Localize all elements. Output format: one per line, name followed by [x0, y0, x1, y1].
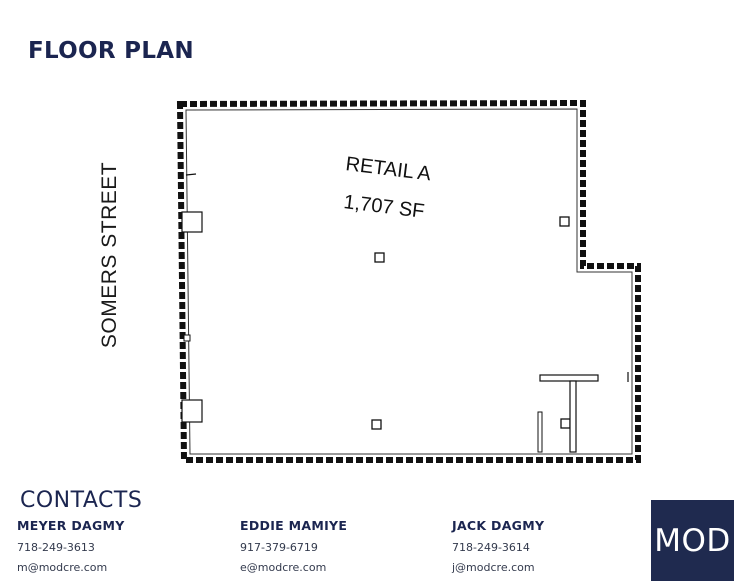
- partition-top: [539, 374, 599, 382]
- contact-phone[interactable]: 917-379-6719: [240, 541, 318, 554]
- contact-card: JACK DAGMY 718-249-3614 j@modcre.com: [452, 518, 544, 574]
- page-title: FLOOR PLAN: [28, 38, 194, 64]
- contact-email[interactable]: j@modcre.com: [452, 561, 535, 574]
- exterior-wall: [176, 99, 641, 463]
- contact-email[interactable]: e@modcre.com: [240, 561, 327, 574]
- contact-phone[interactable]: 718-249-3613: [17, 541, 95, 554]
- mod-logo: MOD: [651, 500, 734, 581]
- partition-post: [537, 411, 543, 453]
- column: [560, 418, 571, 429]
- column: [371, 419, 382, 430]
- contact-email[interactable]: m@modcre.com: [17, 561, 108, 574]
- street-name: SOMERS STREET: [98, 161, 121, 349]
- wall-notch: [183, 334, 191, 342]
- contact-card: EDDIE MAMIYE 917-379-6719 e@modcre.com: [240, 518, 347, 574]
- contact-name: EDDIE MAMIYE: [240, 518, 348, 533]
- logo-text: MOD: [654, 522, 731, 559]
- contacts-heading: CONTACTS: [20, 488, 143, 513]
- wall-fixture-bottom: [181, 399, 203, 423]
- column: [374, 252, 385, 263]
- contact-card: MEYER DAGMY 718-249-3613 m@modcre.com: [17, 518, 125, 574]
- contact-name: JACK DAGMY: [452, 518, 545, 533]
- partition-stem: [569, 380, 577, 453]
- wall-fixture-top: [181, 211, 203, 233]
- column: [559, 216, 570, 227]
- contact-phone[interactable]: 718-249-3614: [452, 541, 530, 554]
- interior-wall-line: [185, 108, 633, 455]
- wall-tick: [185, 173, 197, 176]
- contact-name: MEYER DAGMY: [17, 518, 125, 533]
